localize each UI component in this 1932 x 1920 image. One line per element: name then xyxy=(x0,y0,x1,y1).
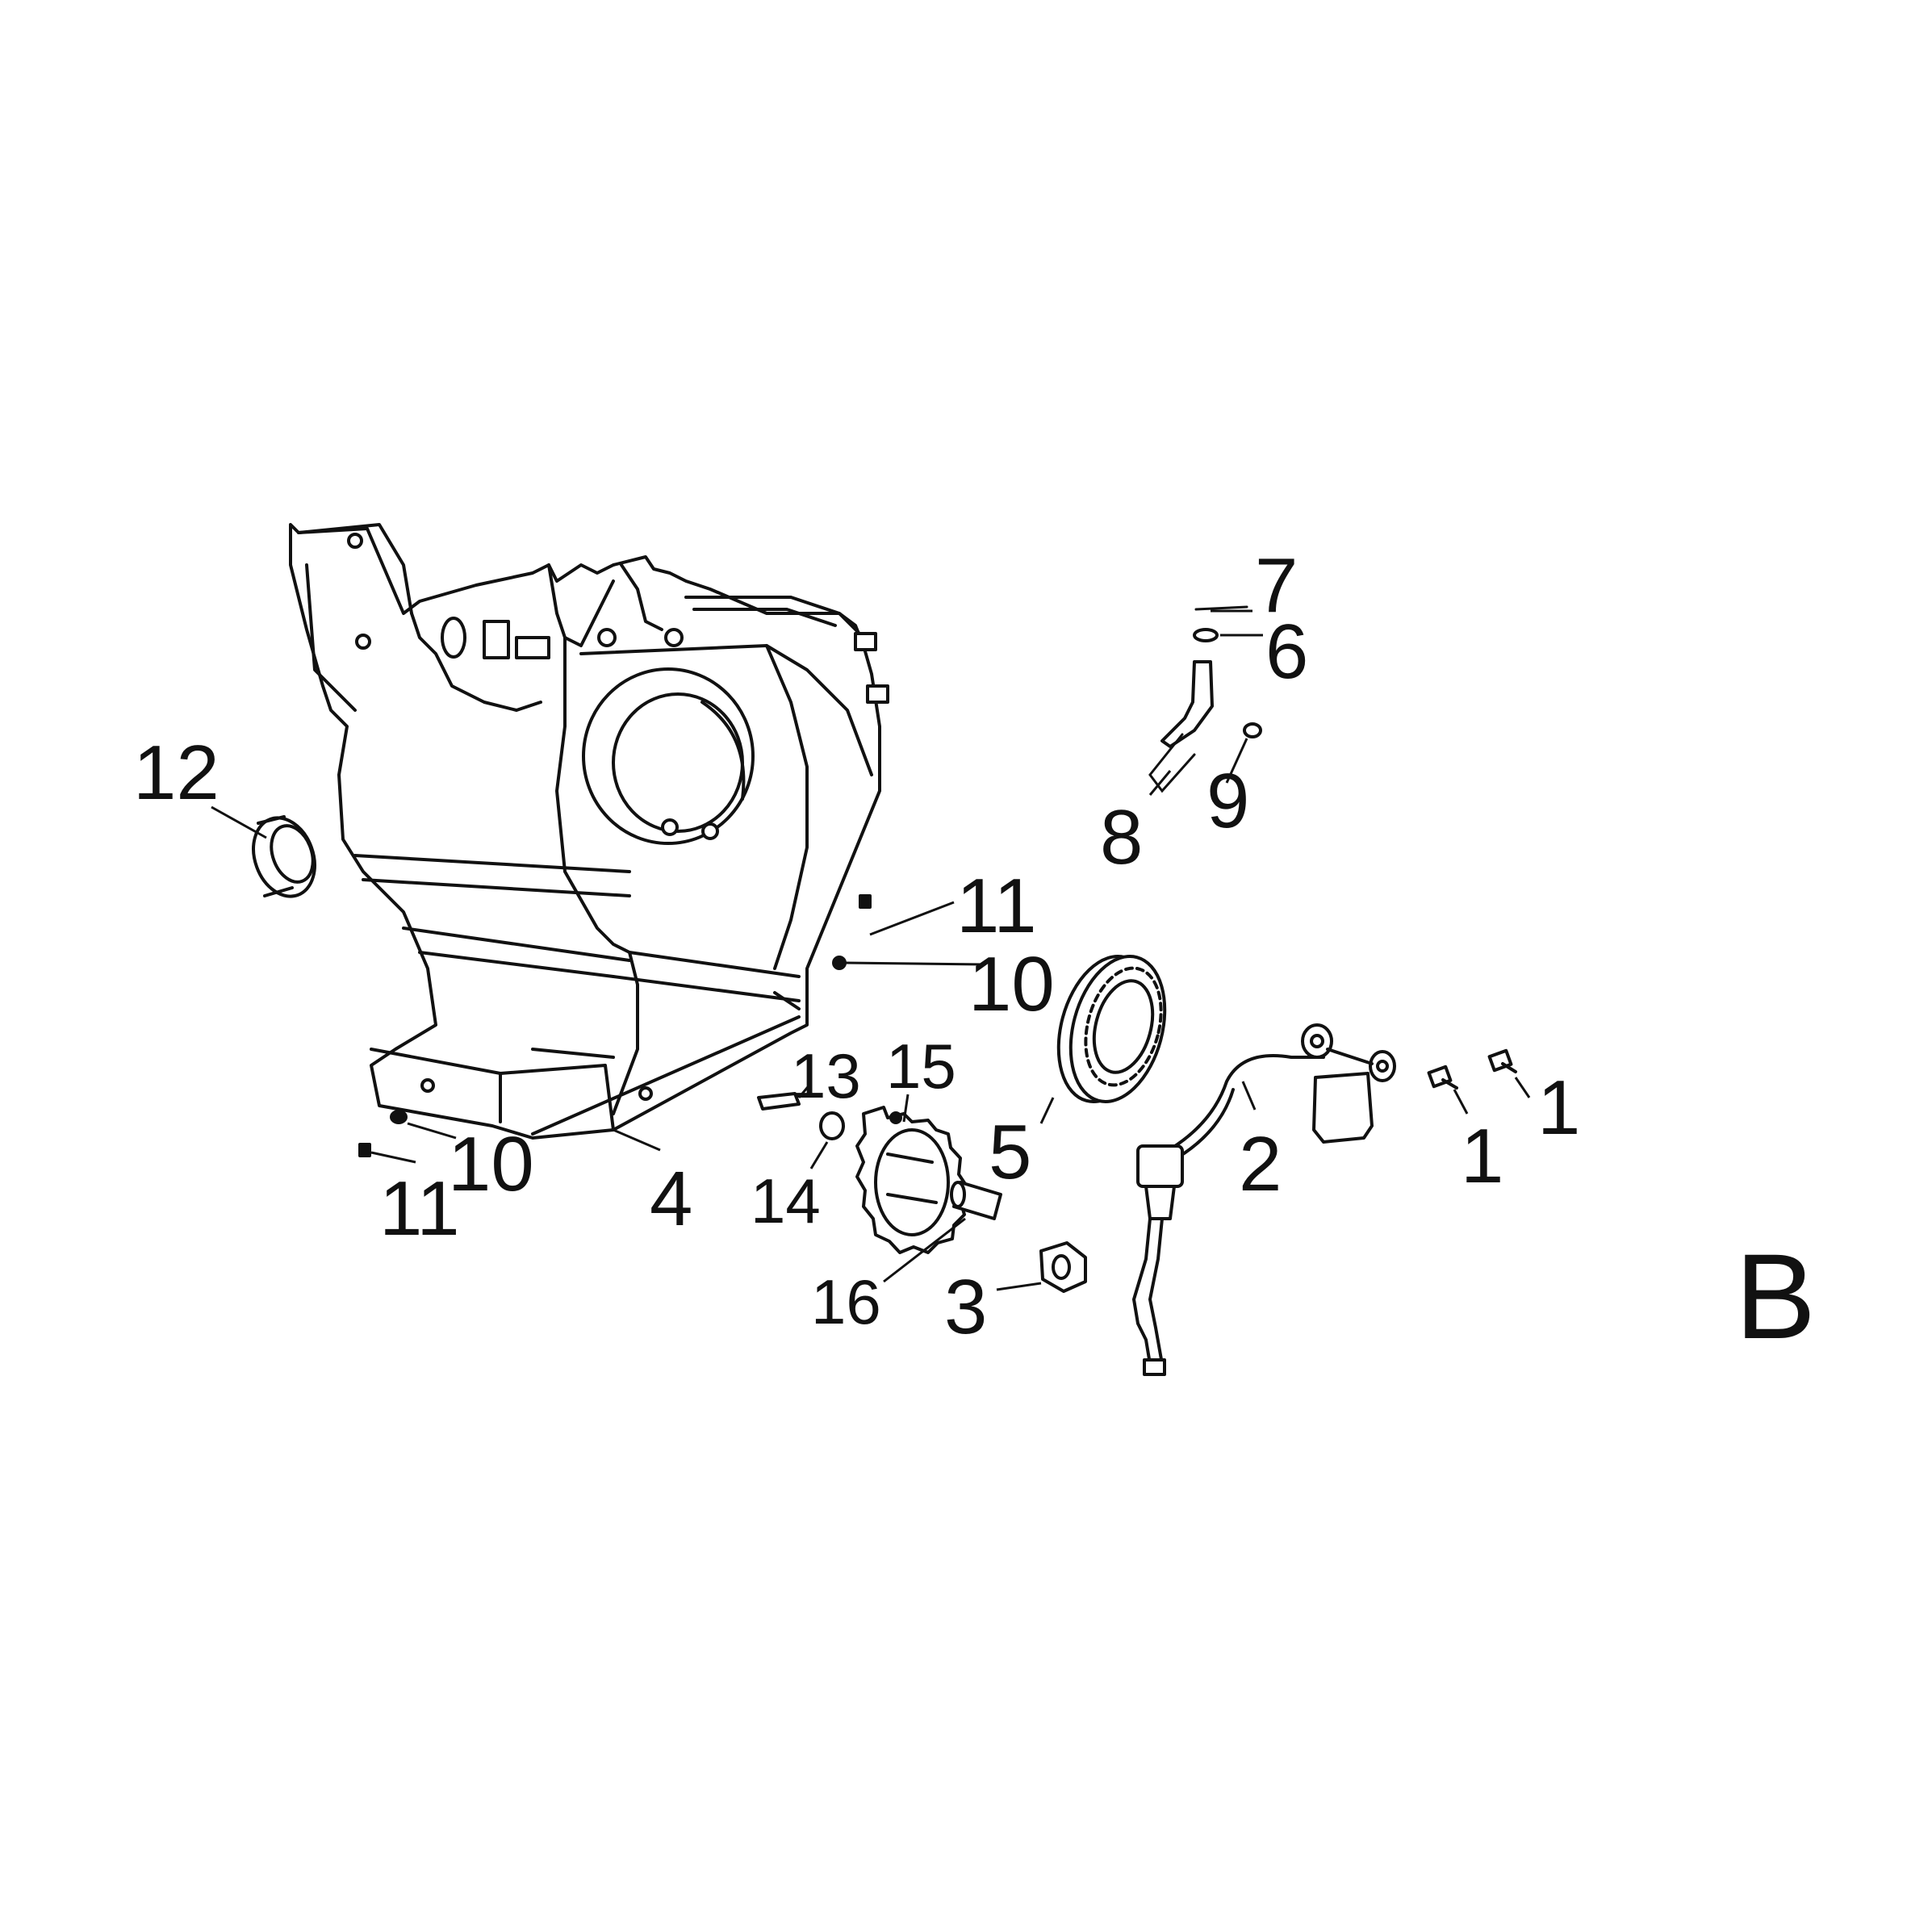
callout-10-upper: 10 xyxy=(968,941,1055,1027)
callout-15: 15 xyxy=(886,1031,956,1102)
callout-7: 7 xyxy=(1255,542,1298,629)
view-letter: B xyxy=(1735,1228,1816,1364)
callout-6: 6 xyxy=(1265,609,1308,695)
callout-16: 16 xyxy=(811,1266,881,1337)
sensor-assembly-drawing xyxy=(1132,1023,1396,1376)
bolt-drawings xyxy=(1427,1048,1517,1090)
screw-drawings xyxy=(358,894,872,1157)
oil-seal-drawing xyxy=(252,815,316,898)
ball-bearing-drawing xyxy=(1056,955,1167,1103)
nut-drawing xyxy=(1039,1241,1087,1293)
callout-11-lower: 11 xyxy=(379,1165,460,1252)
callout-8: 8 xyxy=(1100,794,1143,881)
callout-13: 13 xyxy=(791,1040,861,1111)
shaft-pin-drawing xyxy=(950,1181,1002,1220)
callout-3: 3 xyxy=(944,1264,987,1350)
washer-drawing xyxy=(819,1111,845,1140)
callout-4: 4 xyxy=(650,1156,692,1242)
callout-5: 5 xyxy=(989,1109,1031,1195)
pin-drawing xyxy=(757,1092,801,1111)
callout-2: 2 xyxy=(1239,1121,1282,1207)
crankcase-drawing xyxy=(289,523,889,1140)
callout-9: 9 xyxy=(1206,758,1249,844)
callout-14: 14 xyxy=(751,1165,821,1236)
callout-10-lower: 10 xyxy=(448,1121,534,1207)
leader-lines xyxy=(211,609,1531,1291)
callout-1-left: 1 xyxy=(1461,1113,1503,1199)
callout-11-upper: 11 xyxy=(956,863,1037,949)
callout-1-right: 1 xyxy=(1537,1065,1580,1151)
callout-12: 12 xyxy=(133,730,220,816)
gear-drawing xyxy=(855,1106,968,1254)
shaft-parts-drawings xyxy=(1148,605,1262,793)
